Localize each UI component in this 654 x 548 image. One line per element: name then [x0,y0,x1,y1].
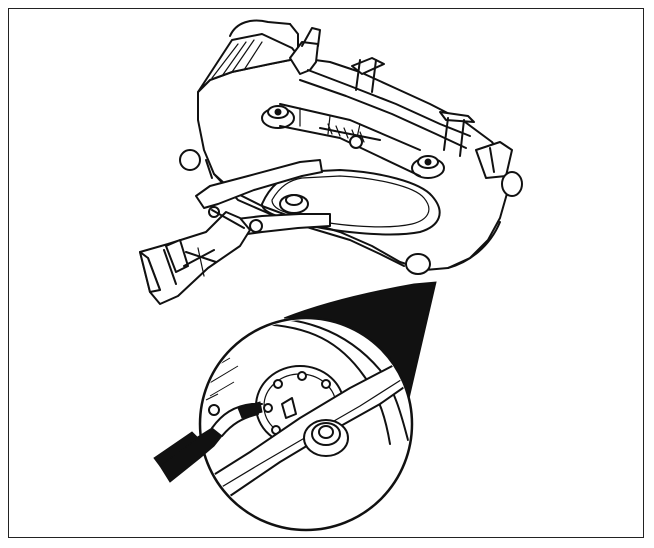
mower-deck-illustration [139,19,523,305]
wrench-icon [153,401,263,483]
